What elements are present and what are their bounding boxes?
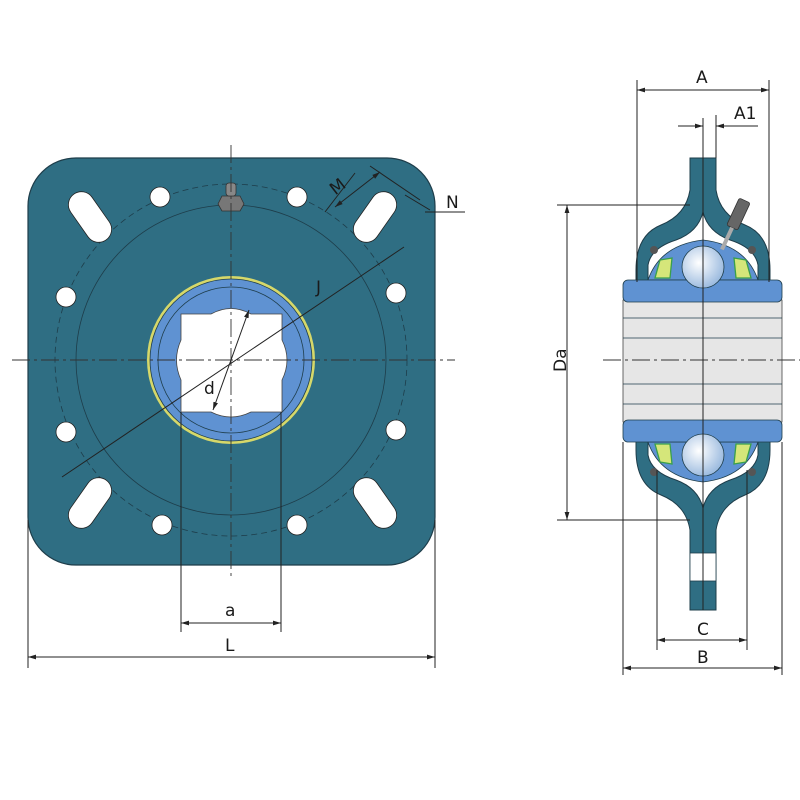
hole: [286, 186, 308, 208]
dim-d-line: [212, 309, 250, 411]
hole: [385, 282, 407, 304]
label-d: d: [204, 379, 215, 399]
label-C: C: [697, 620, 709, 640]
dim-N-line: [404, 194, 431, 211]
hole: [151, 514, 173, 536]
hole: [55, 286, 77, 308]
slot: [67, 477, 113, 529]
slot: [352, 477, 398, 529]
seal-ring: [748, 246, 756, 254]
seal-ring: [650, 468, 658, 476]
label-A1: A1: [734, 104, 756, 124]
label-L: L: [225, 636, 235, 656]
seals: [654, 257, 752, 465]
seal-ring: [748, 468, 756, 476]
front-view: J d M N a L: [12, 145, 465, 668]
grease-nipple-icon: [720, 198, 750, 251]
dim-M-line: [334, 171, 381, 208]
label-a: a: [225, 601, 235, 621]
label-N: N: [446, 193, 459, 213]
label-J: J: [315, 278, 321, 298]
label-Da: Da: [551, 348, 571, 372]
hole: [385, 419, 407, 441]
label-B: B: [697, 648, 709, 668]
label-A: A: [696, 68, 708, 88]
seal-ring: [650, 246, 658, 254]
hole: [149, 186, 171, 208]
slot: [352, 191, 398, 243]
hole: [286, 514, 308, 536]
hole: [55, 421, 77, 443]
mounting-holes: [55, 186, 407, 536]
side-view: A A1 Da C B: [551, 68, 800, 675]
slot: [67, 191, 113, 243]
